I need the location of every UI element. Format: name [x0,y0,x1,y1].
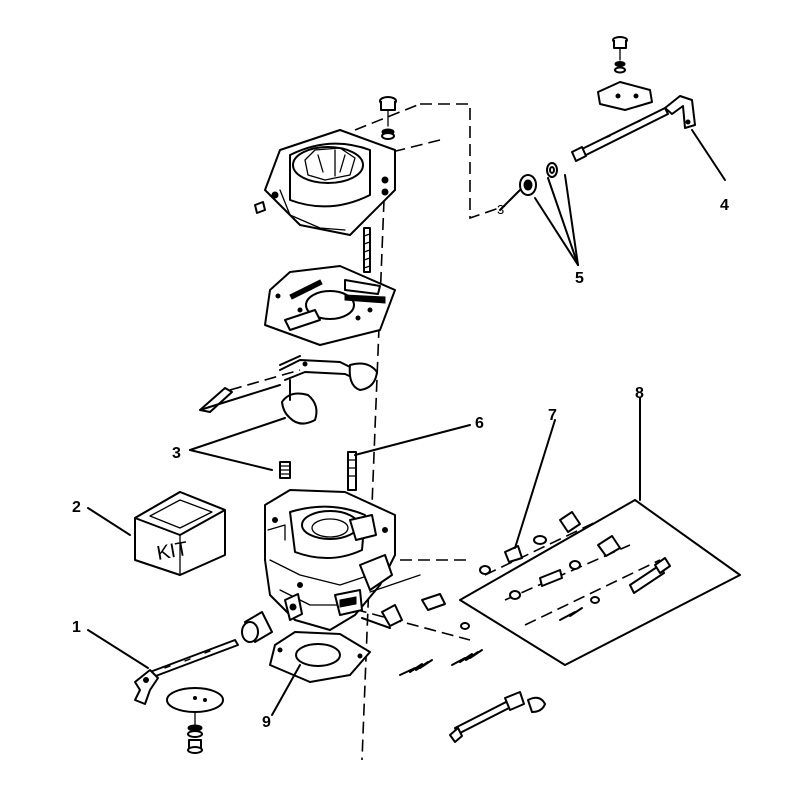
air-horn-cover [254,129,396,236]
choke-spring-washers [499,162,579,266]
throttle-plate [166,687,224,713]
idle-jet [347,424,471,491]
throttle-shaft [134,639,239,705]
choke-screw [612,36,628,74]
callout-3: 3 [172,445,181,462]
flange-gasket [269,631,371,716]
callout-3-small: 3 [497,202,504,217]
kit-box-label: KIT [155,538,189,565]
callout-5: 5 [575,270,584,287]
kit-jets [509,511,671,621]
callout-7: 7 [548,407,557,424]
callout-8: 8 [635,385,644,402]
callout-1: 1 [72,619,81,636]
gasket-kit-panel [459,397,741,666]
callout-9: 9 [262,714,271,731]
float-pin-clip [199,384,281,413]
callout-3-leaders [189,417,286,471]
throttle-screw [187,711,203,754]
float-assembly [279,355,378,425]
kit-needle-item-7 [479,419,556,575]
idle-mixture-parts [361,574,546,743]
cover-screw [379,96,397,140]
carburetor-body [264,489,396,631]
cover-stud [363,227,371,273]
callout-2: 2 [72,499,81,516]
kit-box [87,491,226,576]
callout-6: 6 [475,415,484,432]
gasket-plate [264,265,396,346]
throttle-bushing [241,593,303,643]
float-needle-valve [279,461,291,479]
callout-leaders [87,629,149,669]
callout-4: 4 [720,197,729,214]
choke-assembly [571,81,726,181]
